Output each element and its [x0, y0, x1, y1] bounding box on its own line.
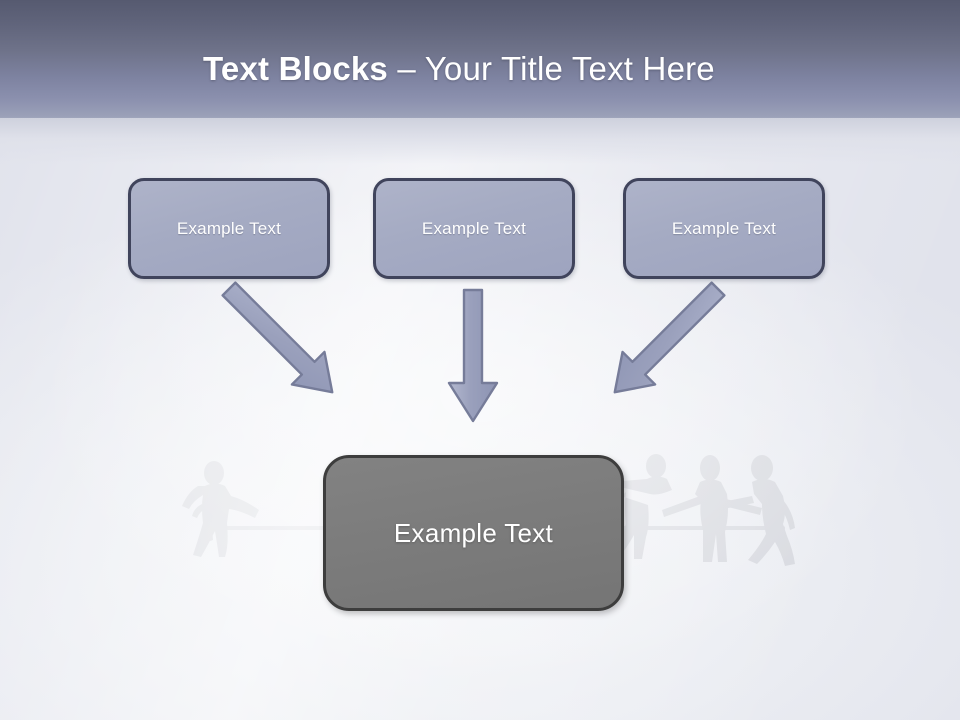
text-block-label-2: Example Text	[421, 218, 527, 238]
text-block-box-2[interactable]: Example Text	[373, 178, 575, 279]
text-block-box-3[interactable]: Example Text	[623, 178, 825, 279]
slide-header-band	[0, 0, 960, 132]
text-block-box-1[interactable]: Example Text	[128, 178, 330, 279]
result-box-label: Example Text	[393, 517, 554, 548]
slide-title-separator: –	[388, 50, 425, 87]
text-block-label-3: Example Text	[671, 218, 777, 238]
slide-title-bold: Text Blocks	[203, 50, 388, 87]
slide-title-light: Your Title Text Here	[424, 50, 715, 87]
slide-title: Text Blocks – Your Title Text Here	[203, 50, 715, 88]
result-box[interactable]: Example Text	[323, 455, 624, 611]
text-block-label-1: Example Text	[176, 218, 282, 238]
